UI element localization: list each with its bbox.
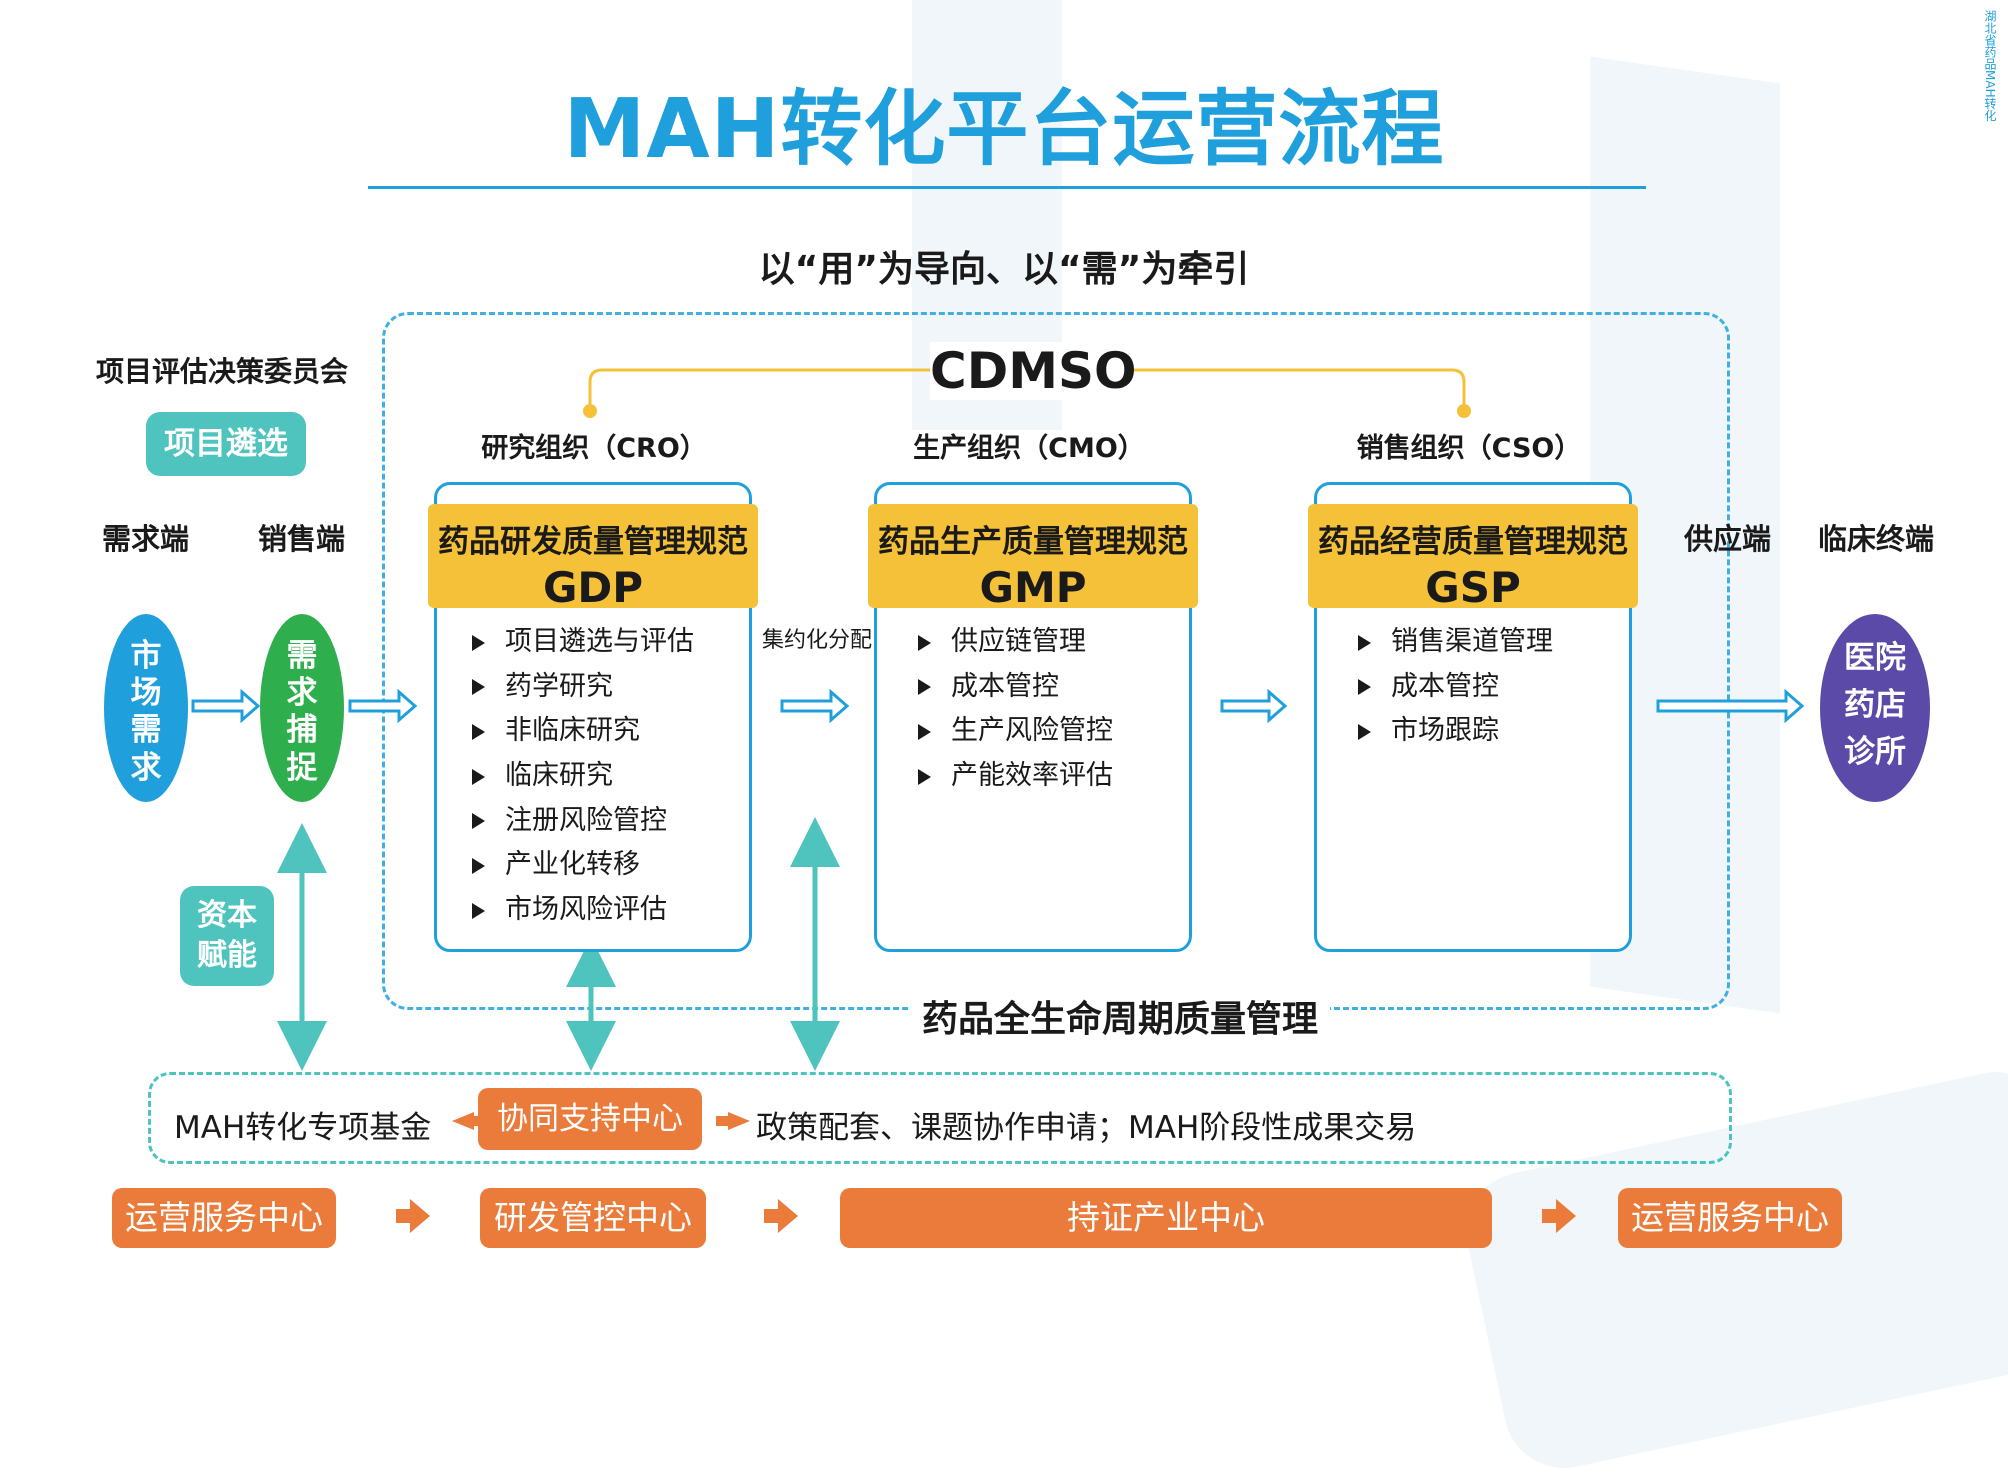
gmp-item-list: 供应链管理 成本管控 生产风险管控 产能效率评估 <box>918 620 1113 799</box>
flow-arrow-4 <box>1220 688 1288 724</box>
cdmso-bracket-left <box>588 368 930 410</box>
support-container <box>148 1072 1732 1164</box>
committee-label: 项目评估决策委员会 <box>96 355 349 388</box>
cdmso-label: CDMSO <box>930 342 1137 400</box>
gmp-header: 药品生产质量管理规范 GMP <box>868 504 1198 612</box>
screening-badge: 项目遴选 <box>146 412 306 476</box>
triangle-bullet-icon <box>918 768 931 785</box>
gmp-header-code: GMP <box>979 563 1087 612</box>
subtitle: 以“用”为导向、以“需”为牵引 <box>758 249 1250 290</box>
triangle-bullet-icon <box>472 634 485 651</box>
triangle-bullet-icon <box>472 857 485 874</box>
fund-label: MAH转化专项基金 <box>174 1110 432 1146</box>
title-divider <box>368 186 1646 189</box>
list-item: 项目遴选与评估 <box>472 620 694 665</box>
supply-end-label: 供应端 <box>1684 522 1772 556</box>
gsp-header-title: 药品经营质量管理规范 <box>1318 524 1628 560</box>
gdp-header: 药品研发质量管理规范 GDP <box>428 504 758 612</box>
policy-arrow <box>716 1112 750 1130</box>
flow-arrow-3 <box>780 688 850 724</box>
list-item: 成本管控 <box>918 665 1113 710</box>
policy-label: 政策配套、课题协作申请；MAH阶段性成果交易 <box>756 1110 1417 1146</box>
list-item: 市场风险评估 <box>472 888 694 933</box>
org-label-cmo: 生产组织（CMO） <box>913 433 1145 464</box>
ops-center-right: 运营服务中心 <box>1618 1188 1842 1248</box>
gsp-header: 药品经营质量管理规范 GSP <box>1308 504 1638 612</box>
bottom-arrow-3 <box>1542 1199 1576 1233</box>
triangle-bullet-icon <box>472 813 485 830</box>
list-item: 销售渠道管理 <box>1358 620 1553 665</box>
capital-badge: 资本 赋能 <box>180 886 274 986</box>
triangle-bullet-icon <box>1358 634 1371 651</box>
org-label-cso: 销售组织（CSO） <box>1356 433 1582 464</box>
flow-arrow-2 <box>348 688 418 724</box>
terminal-oval: 医院 药店 诊所 <box>1820 614 1930 802</box>
gmp-header-title: 药品生产质量管理规范 <box>878 524 1188 560</box>
corner-text: 湖北省药品MAH转化 <box>1983 10 1997 122</box>
support-center-button: 协同支持中心 <box>478 1088 702 1150</box>
gdp-item-list: 项目遴选与评估 药学研究 非临床研究 临床研究 注册风险管控 产业化转移 市场风… <box>472 620 694 933</box>
demand-capture-oval: 需 求 捕 捉 <box>260 614 344 802</box>
triangle-bullet-icon <box>918 679 931 696</box>
triangle-bullet-icon <box>1358 723 1371 740</box>
lifecycle-label: 药品全生命周期质量管理 <box>910 990 1330 1042</box>
ops-center-left: 运营服务中心 <box>112 1188 336 1248</box>
triangle-bullet-icon <box>1358 679 1371 696</box>
sales-end-label: 销售端 <box>258 522 346 556</box>
triangle-bullet-icon <box>918 634 931 651</box>
demand-end-label: 需求端 <box>102 522 190 556</box>
list-item: 产业化转移 <box>472 843 694 888</box>
cdmso-bracket-right <box>1130 368 1466 410</box>
cro-dot <box>583 404 597 418</box>
list-item: 成本管控 <box>1358 665 1553 710</box>
gdp-header-title: 药品研发质量管理规范 <box>438 524 748 560</box>
list-item: 市场跟踪 <box>1358 709 1553 754</box>
flow-arrow-5 <box>1656 688 1805 724</box>
triangle-bullet-icon <box>472 723 485 740</box>
licensed-industry-center: 持证产业中心 <box>840 1188 1492 1248</box>
list-item: 药学研究 <box>472 665 694 710</box>
triangle-bullet-icon <box>472 768 485 785</box>
list-item: 生产风险管控 <box>918 709 1113 754</box>
bottom-arrow-1 <box>396 1199 430 1233</box>
centralized-label: 集约化分配 <box>762 628 873 653</box>
list-item: 注册风险管控 <box>472 799 694 844</box>
page-title: MAH转化平台运营流程 <box>563 82 1445 177</box>
triangle-bullet-icon <box>918 723 931 740</box>
rd-control-center: 研发管控中心 <box>480 1188 706 1248</box>
cso-dot <box>1457 404 1471 418</box>
list-item: 供应链管理 <box>918 620 1113 665</box>
market-demand-oval: 市 场 需 求 <box>104 614 188 802</box>
org-label-cro: 研究组织（CRO） <box>481 433 707 464</box>
triangle-bullet-icon <box>472 902 485 919</box>
bottom-arrow-2 <box>764 1199 798 1233</box>
gsp-header-code: GSP <box>1425 563 1521 612</box>
gdp-header-code: GDP <box>542 563 644 612</box>
list-item: 产能效率评估 <box>918 754 1113 799</box>
list-item: 非临床研究 <box>472 709 694 754</box>
triangle-bullet-icon <box>472 679 485 696</box>
gsp-item-list: 销售渠道管理 成本管控 市场跟踪 <box>1358 620 1553 754</box>
clinical-end-label: 临床终端 <box>1818 522 1935 556</box>
flow-arrow-1 <box>191 688 261 724</box>
list-item: 临床研究 <box>472 754 694 799</box>
